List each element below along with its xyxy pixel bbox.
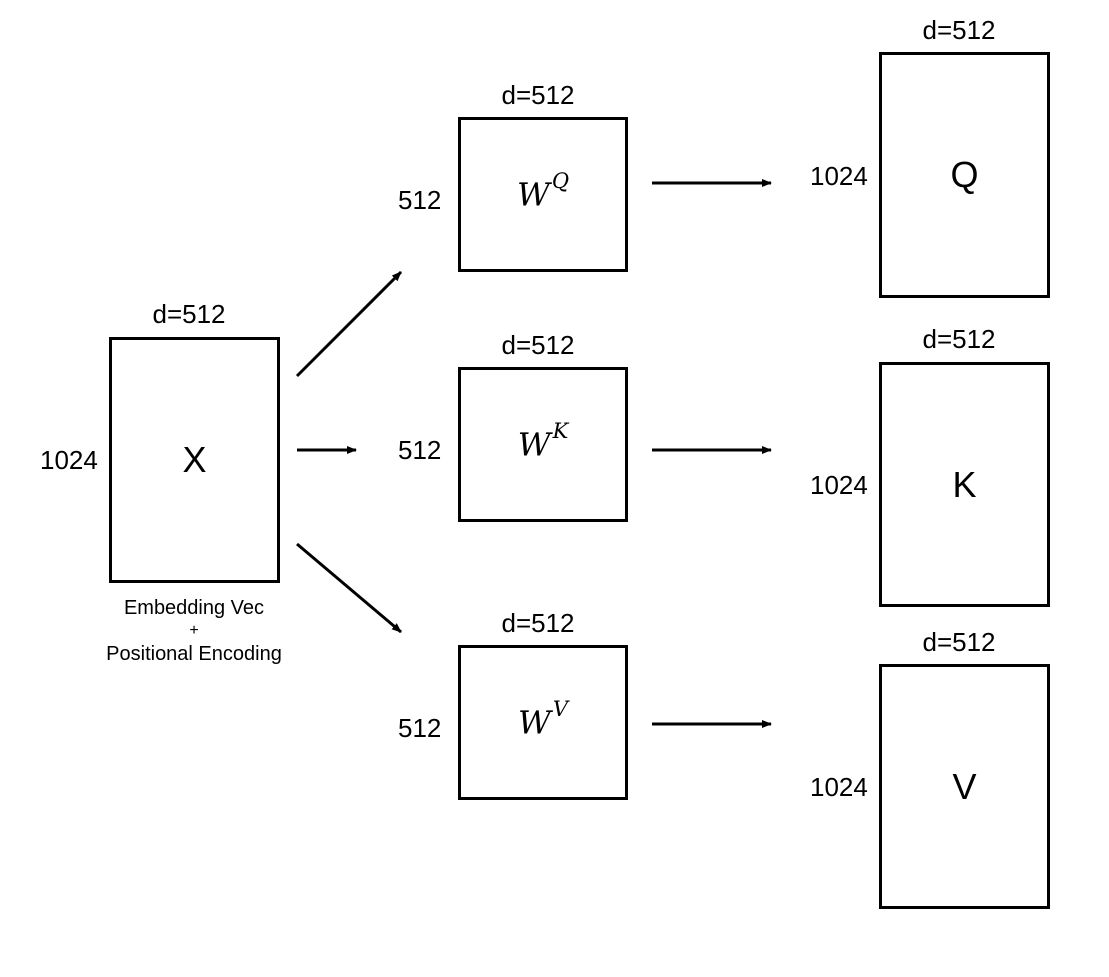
x-matrix-box: X [109,337,280,583]
x-caption: Embedding Vec + Positional Encoding [74,595,314,667]
q-width-label: d=512 [922,15,996,45]
v-width-label: d=512 [922,627,996,657]
x-caption-line2: Positional Encoding [106,643,282,665]
q-height-label: 1024 [810,161,868,191]
arrow-x-to-wq [295,270,403,378]
q-matrix-name: Q [950,154,979,195]
k-height-label: 1024 [810,470,868,500]
wq-symbol: WQ [516,169,570,214]
x-width-label: d=512 [152,299,226,329]
x-height-label: 1024 [40,445,98,475]
x-matrix-name: X [182,439,207,480]
q-matrix-box: Q [879,52,1050,298]
wv-matrix-box: WV [458,645,628,800]
wv-height-label: 512 [398,713,442,743]
v-matrix-box: V [879,664,1050,909]
wq-height-label: 512 [398,185,442,215]
x-caption-line1: Embedding Vec [123,597,265,619]
wk-height-label: 512 [398,435,442,465]
x-caption-plus: + [189,622,199,639]
v-height-label: 1024 [810,772,868,802]
k-matrix-box: K [879,362,1050,607]
wv-width-label: d=512 [501,608,575,638]
wk-width-label: d=512 [501,330,575,360]
wk-matrix-box: WK [458,367,628,522]
k-width-label: d=512 [922,324,996,354]
wq-matrix-box: WQ [458,117,628,272]
wk-symbol: WK [517,419,569,464]
wq-width-label: d=512 [501,80,575,110]
v-matrix-name: V [952,765,977,807]
arrow-x-to-wv [296,542,402,634]
wv-symbol: WV [517,697,569,742]
k-matrix-name: K [952,463,977,505]
